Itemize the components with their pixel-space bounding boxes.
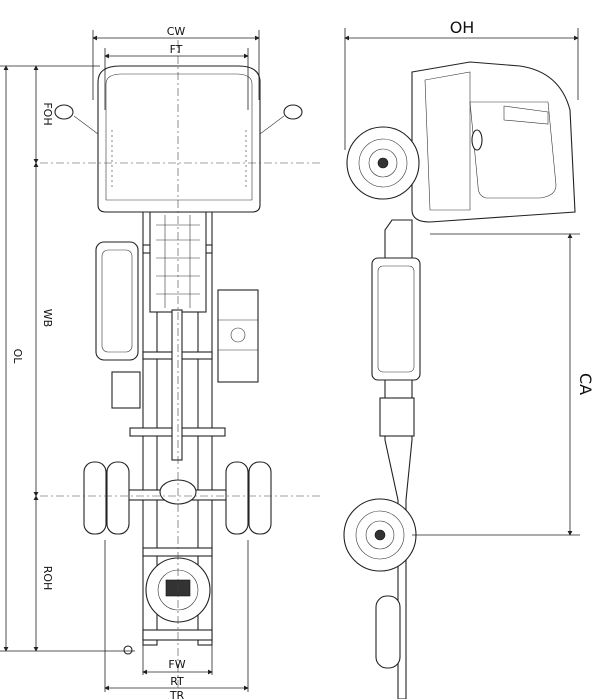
side-battery-box [379,397,415,437]
front-overhang-label: FOH [41,102,54,125]
left-mirror [54,104,99,135]
rear-tread-label: RT [170,675,184,688]
rear-wheels-right [225,461,272,535]
cab-width-label: CW [167,25,186,38]
cab-to-axle-label: CA [576,373,595,395]
frame-width-label: FW [168,658,185,671]
rear-wheel [343,498,417,572]
rear-wheels-left [83,461,130,535]
overall-height-label: OH [450,18,475,37]
front-tread-label: FT [170,43,183,56]
front-wheel [346,126,420,200]
battery-box [217,289,259,383]
side-fuel-tank [371,257,421,381]
cab-vents [111,130,247,190]
driveshaft [171,309,183,461]
side-view: OH CA [343,18,595,699]
cab-top [97,65,261,213]
tire-width-label: TR [169,689,185,699]
rear-overhang-label: ROH [41,566,54,591]
wheelbase-label: WB [41,309,54,327]
top-view: CW FT OL FOH WB ROH FW RT TR [0,25,320,699]
overall-length-label: OL [11,349,24,365]
side-mirror [471,129,483,151]
right-mirror [259,104,303,135]
step-box [111,371,141,409]
side-spare-tire [375,595,401,669]
tow-hook [123,645,133,655]
fuel-tank [95,241,139,361]
